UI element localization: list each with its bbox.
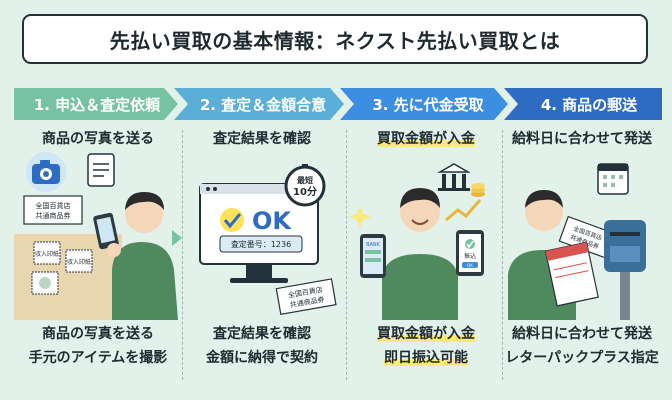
mailbox-icon [604, 220, 646, 320]
step-4-label: 4. 商品の郵送 [540, 95, 638, 114]
step-arrow-1 [14, 88, 178, 120]
panel-4-illustration: 全国百貨店 共通商品券 [508, 163, 646, 320]
panel-1-subtitle: 商品の写真を送る [42, 131, 154, 147]
camera-icon [26, 152, 66, 192]
phone-right: 振込 OK [456, 230, 484, 276]
panel-2-caption-line-2: 金額に納得で契約 [206, 350, 318, 366]
person-3 [382, 188, 458, 320]
panel-3-caption-line-2: 即日振込可能 [384, 350, 468, 366]
step-arrows [14, 88, 662, 120]
step-1: 1. 申込＆査定依頼 [14, 88, 174, 120]
panel-2-caption: 査定結果を確認 金額に納得で契約 [182, 322, 342, 370]
panel-4-subtitle: 給料日に合わせて発送 [512, 131, 652, 147]
panel-3-illustration: BANK 振込 OK [349, 163, 485, 320]
panel-2-illustration: OK 査定番号：1236 最短 10分 全国百貨店 共通商品券 [199, 164, 337, 315]
voucher-line-2: 共通商品券 [36, 211, 71, 220]
step-3-label: 3. 先に代金受取 [372, 95, 484, 114]
panel-2-caption-line-1: 査定結果を確認 [213, 326, 311, 342]
stamp-a: 収入印紙 [33, 241, 61, 265]
title-box: 先払い買取の基本情報：ネクスト先払い買取とは [22, 14, 648, 64]
next-arrow [172, 230, 182, 246]
divider-3 [502, 130, 503, 380]
step-arrow-3 [340, 88, 508, 120]
panel-1-caption-line-2: 手元のアイテムを撮影 [28, 350, 168, 366]
voucher-2: 全国百貨店 共通商品券 [275, 278, 337, 315]
transfer-label: 振込 [464, 252, 476, 260]
stamp-a-label: 収入印紙 [35, 250, 59, 258]
badge-line-1: 最短 [297, 175, 313, 185]
step-4: 4. 商品の郵送 [510, 88, 662, 120]
panel-4-caption-line-2: レターパックプラス指定 [505, 350, 659, 366]
phone-ok-label: OK [467, 263, 473, 268]
panel-1-illustration: 全国百貨店 共通商品券 収入印紙 収入印紙 [14, 152, 182, 320]
step-2: 2. 査定＆金額合意 [180, 88, 340, 120]
rising-arrow-icon [445, 199, 482, 222]
voucher: 全国百貨店 共通商品券 [23, 195, 83, 225]
assessment-number-box: 査定番号：1236 [219, 235, 303, 253]
coins-icon [471, 183, 485, 197]
voucher-line-1: 全国百貨店 [36, 201, 71, 210]
sparkle-icon [349, 206, 371, 228]
step-2-label: 2. 査定＆金額合意 [199, 95, 327, 114]
stopwatch-icon: 最短 10分 [284, 164, 326, 207]
ok-text: OK [252, 207, 292, 235]
panel-3-caption: 買取金額が入金 即日振込可能 [346, 322, 506, 370]
check-icon [220, 208, 244, 232]
person-1 [93, 192, 178, 320]
panel-1-caption: 商品の写真を送る 手元のアイテムを撮影 [18, 322, 178, 370]
bank-icon [437, 163, 471, 191]
letterpack-icon [544, 241, 599, 307]
panel-4-caption: 給料日に合わせて発送 レターパックプラス指定 [502, 322, 662, 370]
step-3: 3. 先に代金受取 [346, 88, 504, 120]
stamp-b-label: 収入印紙 [67, 258, 91, 266]
panel-4-caption-line-1: 給料日に合わせて発送 [512, 326, 652, 342]
badge-line-2: 10分 [293, 185, 317, 198]
phone-left: BANK [360, 234, 386, 278]
panel-1-caption-line-1: 商品の写真を送る [42, 326, 154, 342]
step-bar: 1. 申込＆査定依頼 2. 査定＆金額合意 3. 先に代金受取 4. 商品の郵送 [14, 88, 662, 120]
stamp-c [31, 271, 59, 295]
step-arrow-2 [174, 88, 344, 120]
document-icon [87, 153, 115, 187]
step-1-label: 1. 申込＆査定依頼 [33, 95, 161, 114]
bank-label: BANK [366, 242, 381, 248]
panel-3-caption-line-1: 買取金額が入金 [377, 326, 475, 342]
stamp-b: 収入印紙 [65, 249, 93, 273]
assessment-number: 査定番号：1236 [231, 239, 291, 249]
panel-3-subtitle: 買取金額が入金 [377, 131, 475, 147]
divider-1 [182, 130, 183, 380]
divider-2 [346, 130, 347, 380]
page-title: 先払い買取の基本情報：ネクスト先払い買取とは [109, 28, 561, 53]
panel-2-subtitle: 査定結果を確認 [213, 131, 311, 147]
calendar-icon [597, 163, 629, 195]
step-arrow-4 [504, 88, 662, 120]
